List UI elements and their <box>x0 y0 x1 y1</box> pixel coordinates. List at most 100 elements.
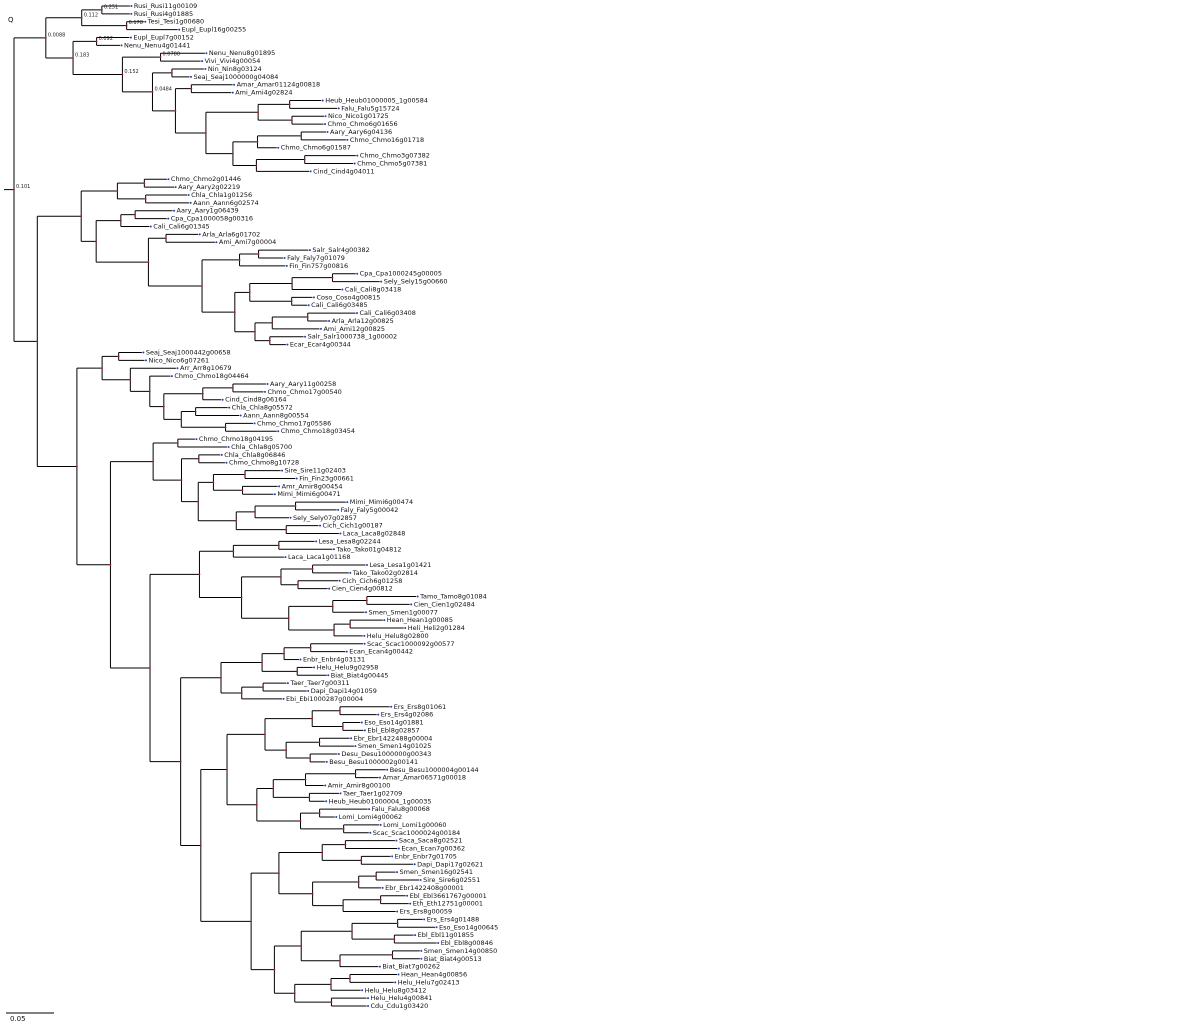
node-marker <box>147 261 150 264</box>
scale-bar-label: 0.05 <box>10 1015 26 1023</box>
node-marker <box>357 881 360 883</box>
tip-label: Hean_Hean4g00856 <box>401 971 467 979</box>
node-marker <box>233 311 236 314</box>
tip-marker <box>378 776 381 779</box>
node-marker <box>393 938 396 940</box>
tip-marker <box>404 627 407 630</box>
tip-label: Tako_Tako01g04812 <box>335 545 401 553</box>
node-marker <box>201 392 204 395</box>
tip-label: Smen_Smen14g00850 <box>424 947 497 955</box>
tip-marker <box>406 894 409 897</box>
node-marker <box>296 670 299 673</box>
node-marker <box>288 103 291 106</box>
tip-label: Nenu_Nenu8g01895 <box>209 49 275 57</box>
node-marker <box>257 111 260 114</box>
tip-marker <box>394 981 397 984</box>
tip-label: Chmo_Chmo3g07382 <box>360 152 430 160</box>
tip-label: Cien_Cien1g02484 <box>414 600 475 608</box>
node-marker <box>250 920 253 923</box>
node-marker <box>226 768 228 771</box>
tip-marker <box>289 516 292 519</box>
tip-marker <box>350 737 353 740</box>
tip-label: Cali_Cali6g03408 <box>359 309 415 317</box>
node-marker <box>180 418 183 421</box>
tip-label: Desu_Desu1000000g00343 <box>341 750 431 758</box>
node-marker <box>197 457 200 460</box>
tip-label: Ebr_Ebr1422408g00001 <box>385 884 464 892</box>
tip-label: Eso_Eso14g00645 <box>439 923 498 931</box>
tip-label: Ebl_Ebl11g01855 <box>418 931 474 939</box>
tip-label: Cind_Cind4g04011 <box>313 167 374 175</box>
tip-marker <box>355 312 358 315</box>
tip-label: Aary_Aary11g00258 <box>270 380 336 388</box>
tip-marker <box>345 650 348 653</box>
node-support-label: 0.251 <box>104 4 118 10</box>
node-marker <box>240 596 243 599</box>
node-marker <box>339 709 341 712</box>
tip-marker <box>307 304 310 307</box>
tip-label: Amr_Amir8g00454 <box>282 482 343 490</box>
node-marker <box>224 426 227 429</box>
tip-marker <box>361 989 364 992</box>
tip-marker <box>319 327 322 330</box>
tip-label: Eth_Eth12751g00001 <box>413 900 483 908</box>
tip-marker <box>307 690 310 693</box>
node-marker <box>283 652 285 655</box>
node-marker <box>318 741 321 744</box>
node-marker <box>360 859 363 862</box>
node-marker <box>254 330 256 333</box>
tip-marker <box>356 154 359 157</box>
node-marker <box>180 479 183 482</box>
tip-label: Helu_Helu8g02800 <box>367 632 429 640</box>
node-marker <box>342 904 344 907</box>
tip-marker <box>379 823 382 826</box>
tip-label: Aann_Aann8g00554 <box>243 411 309 419</box>
tip-marker <box>378 965 381 968</box>
node-marker <box>321 851 324 854</box>
tip-label: Helu_Helu7g02413 <box>398 978 460 986</box>
tip-label: Rusi_Rusi11g00109 <box>134 2 197 10</box>
tip-marker <box>337 753 340 756</box>
node-marker <box>80 215 83 218</box>
tip-label: Salr_Salr4g00382 <box>312 246 369 254</box>
tip-marker <box>313 666 316 669</box>
tip-label: Scac_Scac1000024g00184 <box>373 829 461 837</box>
tip-marker <box>295 477 298 480</box>
node-marker <box>285 528 288 531</box>
node-marker <box>235 519 238 522</box>
tip-marker <box>360 721 363 724</box>
tip-label: Lomi_Lomi4g00062 <box>339 813 402 821</box>
tip-label: Biat_Biat7g00262 <box>382 963 440 971</box>
node-marker <box>232 152 234 155</box>
tip-marker <box>144 20 147 23</box>
node-marker <box>330 1001 333 1003</box>
tip-label: Ers_Ers4g02086 <box>381 711 434 719</box>
tip-marker <box>397 847 400 850</box>
tip-marker <box>383 619 386 622</box>
tip-label: Chmo_Chmo6g01656 <box>328 120 398 128</box>
tip-marker <box>414 934 417 937</box>
node-marker <box>144 198 147 200</box>
tip-marker <box>435 926 438 929</box>
tip-marker <box>423 918 426 921</box>
node-marker <box>121 73 124 76</box>
tip-label: Nin_Nin8g03124 <box>208 65 262 73</box>
tip-label: Dapi_Dapi17g02621 <box>417 860 483 868</box>
node-marker <box>311 717 314 720</box>
tip-label: Ebl_Ebl8g02857 <box>367 726 419 734</box>
node-marker <box>285 749 288 751</box>
node-marker <box>109 563 112 566</box>
tip-marker <box>299 658 302 661</box>
tip-marker <box>284 556 287 559</box>
tip-marker <box>325 800 328 803</box>
tip-marker <box>338 579 341 582</box>
node-marker <box>291 119 293 122</box>
node-support-label: 0.0788 <box>163 52 181 58</box>
tip-marker <box>353 162 356 165</box>
tip-label: Ecan_Ecan7g00362 <box>401 845 465 853</box>
tip-marker <box>381 886 384 889</box>
node-marker <box>342 827 345 830</box>
node-marker <box>36 340 39 343</box>
node-marker <box>238 259 241 261</box>
tip-marker <box>253 422 256 425</box>
